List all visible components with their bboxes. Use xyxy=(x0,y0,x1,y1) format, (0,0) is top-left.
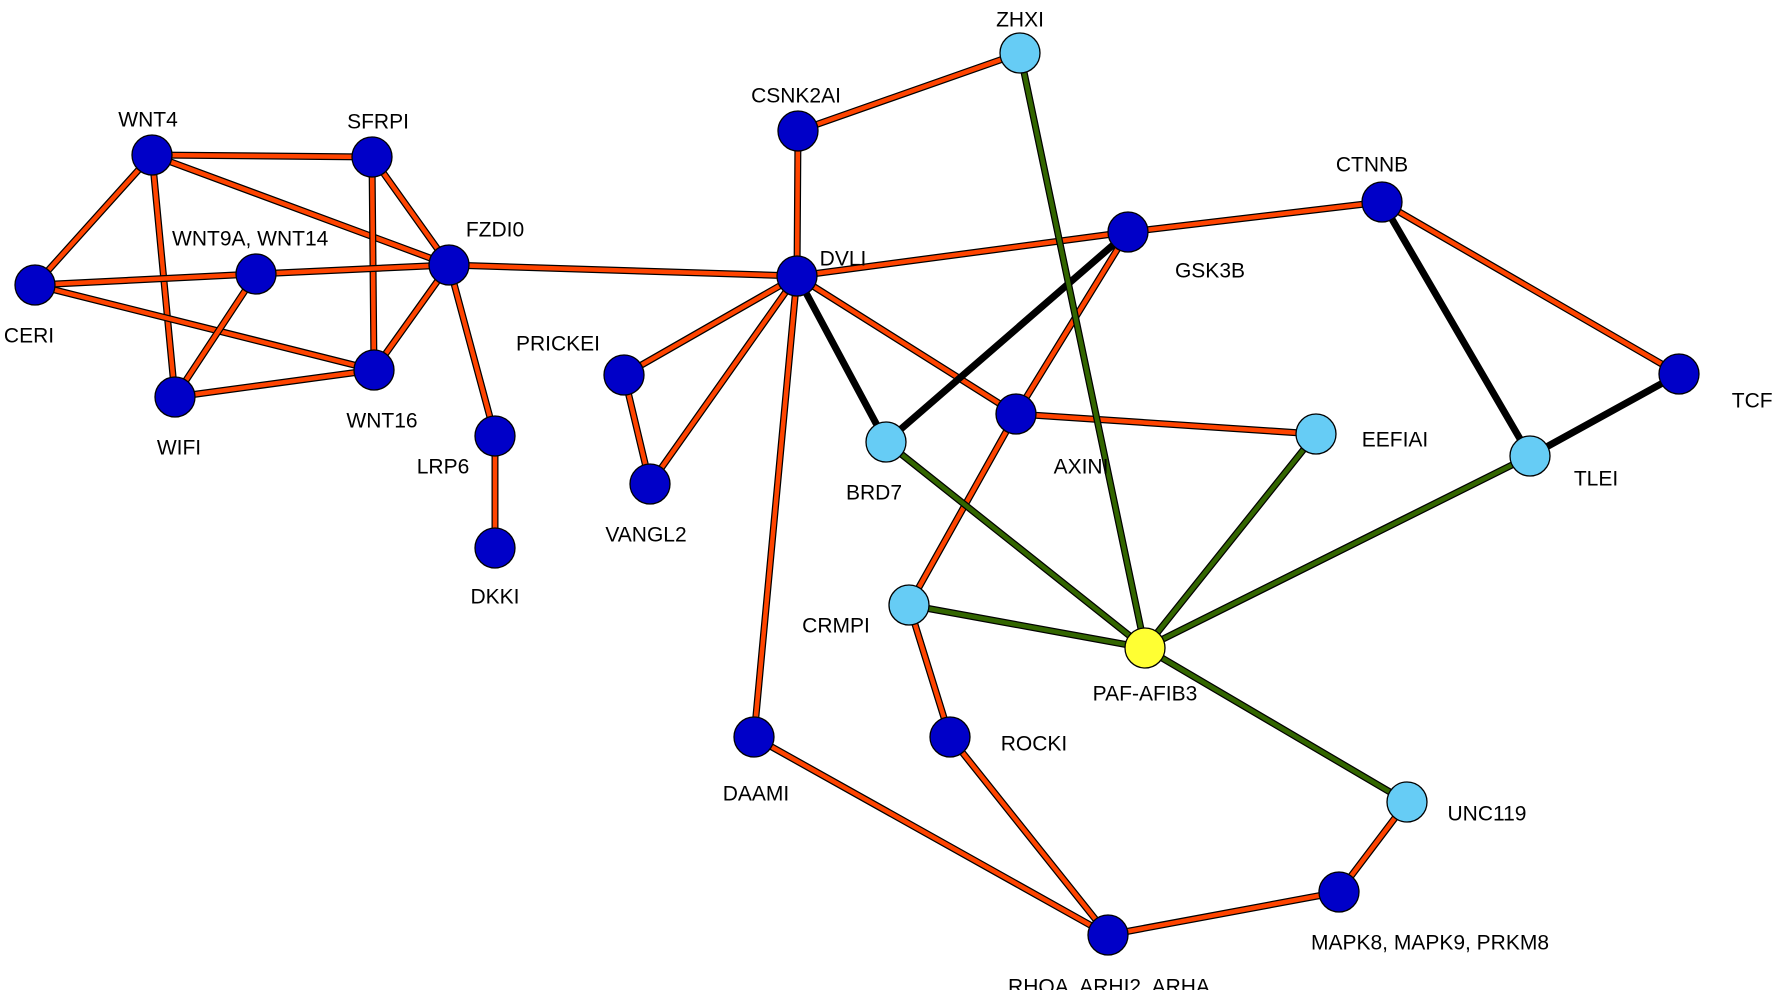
node-eefiai[interactable] xyxy=(1295,413,1337,455)
node-unc119[interactable] xyxy=(1386,781,1428,823)
edge-ctnnb-tcf7 xyxy=(1379,199,1682,377)
edge-wnt4-sfrpi xyxy=(149,152,375,160)
node-label-ceri: CERI xyxy=(4,325,54,348)
node-label-ctnnb: CTNNB xyxy=(1336,154,1408,177)
node-axini[interactable] xyxy=(995,393,1037,435)
node-label-wnt16: WNT16 xyxy=(346,410,417,433)
edge-gsk3b-axini xyxy=(1013,229,1131,417)
edge-crmpi-rocki xyxy=(906,602,953,740)
node-pafafib3[interactable] xyxy=(1124,627,1166,669)
edge-wnt9a-wifi xyxy=(172,271,259,400)
edge-axini-eefiai xyxy=(1013,411,1319,437)
node-label-csnk2ai: CSNK2AI xyxy=(751,85,841,108)
node-vangl2[interactable] xyxy=(629,463,671,505)
node-dvli[interactable] xyxy=(776,255,818,297)
node-label-vangl2: VANGL2 xyxy=(605,524,686,547)
labels-layer: ZHXI CSNK2AI WNT4 SFRPI CTNNB FZDI0 WNT9A, WNT… xyxy=(4,9,1772,990)
edge-ceri-wnt16 xyxy=(32,282,377,373)
edge-dvli-gsk3b xyxy=(794,229,1131,279)
node-label-pafafib3: PAF-AFIB3 xyxy=(1093,683,1198,706)
node-label-daami: DAAMI xyxy=(723,783,790,806)
edge-wnt4-ceri xyxy=(32,152,155,288)
edge-csnk2ai-zhxi xyxy=(795,50,1023,134)
node-rhoa[interactable] xyxy=(1087,914,1129,956)
edge-crmpi-pafafib3 xyxy=(906,602,1148,651)
node-label-dvli: DVLI xyxy=(820,248,867,271)
edge-dvli-prickei xyxy=(621,273,800,378)
node-zhxi[interactable] xyxy=(999,32,1041,74)
edge-wifi-wnt16 xyxy=(172,367,377,400)
edges-layer xyxy=(31,49,1683,939)
edge-gsk3b-ctnnb xyxy=(1125,199,1385,235)
nodes-layer xyxy=(14,32,1700,956)
node-label-wnt9a: WNT9A, WNT14 xyxy=(172,228,329,251)
node-fzdi0[interactable] xyxy=(428,244,470,286)
node-label-gsk3b: GSK3B xyxy=(1175,260,1245,283)
edge-brd7-pafafib3 xyxy=(883,439,1148,651)
edge-csnk2ai-dvli xyxy=(794,128,801,279)
node-sfrpi[interactable] xyxy=(351,136,393,178)
node-daami[interactable] xyxy=(733,716,775,758)
edge-tcf7-tlei xyxy=(1526,370,1683,460)
edge-unc119-pafafib3 xyxy=(1142,645,1410,805)
edge-dvli-vangl2 xyxy=(647,273,800,487)
edge-axini-crmpi xyxy=(906,411,1019,608)
node-wnt4[interactable] xyxy=(131,134,173,176)
node-wifi[interactable] xyxy=(154,376,196,418)
node-csnk2ai[interactable] xyxy=(777,110,819,152)
edge-daami-rhoa xyxy=(751,734,1111,938)
edge-rocki-rhoa xyxy=(947,734,1111,938)
edge-tlei-pafafib3 xyxy=(1142,453,1533,651)
node-lrp6[interactable] xyxy=(474,415,516,457)
node-label-mapk8: MAPK8, MAPK9, PRKM8 xyxy=(1311,932,1549,955)
edge-gsk3b-brd7 xyxy=(882,228,1132,446)
node-label-axini: AXINI xyxy=(1054,456,1109,479)
edge-dvli-daami xyxy=(751,273,800,740)
edge-dvli-brd7 xyxy=(793,272,890,446)
node-dkki[interactable] xyxy=(474,527,516,569)
node-label-wifi: WIFI xyxy=(157,437,201,460)
edge-dvli-axini xyxy=(794,273,1019,417)
edge-wnt9a-fzdi0 xyxy=(253,262,452,277)
node-crmpi[interactable] xyxy=(888,584,930,626)
edge-sfrpi-fzdi0 xyxy=(369,154,452,268)
edge-zhxi-pafafib3 xyxy=(1017,50,1148,651)
edge-wnt16-fzdi0 xyxy=(371,262,452,373)
edge-sfrpi-wnt16 xyxy=(369,154,377,373)
node-label-unc119: UNC119 xyxy=(1448,803,1527,826)
node-prickei[interactable] xyxy=(603,354,645,396)
node-label-sfrpi: SFRPI xyxy=(347,111,409,134)
node-label-crmpi: CRMPI xyxy=(802,615,870,638)
node-brd7[interactable] xyxy=(865,421,907,463)
edge-fzdi0-dvli xyxy=(446,262,800,279)
node-label-lrp6: LRP6 xyxy=(417,456,470,479)
edge-ctnnb-tlei xyxy=(1378,198,1534,460)
node-tcf7[interactable] xyxy=(1658,353,1700,395)
edge-ceri-wnt9a xyxy=(32,271,259,288)
node-ceri[interactable] xyxy=(14,264,56,306)
node-wnt16[interactable] xyxy=(353,349,395,391)
node-wnt9a[interactable] xyxy=(235,253,277,295)
node-mapk8[interactable] xyxy=(1318,871,1360,913)
node-gsk3b[interactable] xyxy=(1107,211,1149,253)
edge-eefiai-pafafib3 xyxy=(1142,431,1319,651)
node-tlei[interactable] xyxy=(1509,435,1551,477)
node-label-eefiai: EEFIAI xyxy=(1362,429,1429,452)
node-label-tlei: TLEI xyxy=(1574,468,1618,491)
node-ctnnb[interactable] xyxy=(1361,181,1403,223)
node-label-prickei: PRICKEI xyxy=(516,333,600,356)
node-label-dkki: DKKI xyxy=(470,586,519,609)
node-label-brd7: BRD7 xyxy=(846,482,902,505)
node-label-rocki: ROCKI xyxy=(1001,733,1068,756)
node-rocki[interactable] xyxy=(929,716,971,758)
edge-wnt4-fzdi0 xyxy=(149,152,452,268)
edge-fzdi0-lrp6 xyxy=(446,262,498,439)
node-label-zhxi: ZHXI xyxy=(996,9,1044,32)
node-label-fzdi0: FZDI0 xyxy=(466,219,524,242)
edge-rhoa-mapk8 xyxy=(1105,889,1342,938)
node-label-tcf7: TCF7 xyxy=(1732,390,1772,413)
node-label-wnt4: WNT4 xyxy=(118,109,178,132)
node-label-rhoa: RHOA, ARHI2, ARHA xyxy=(1008,976,1210,990)
